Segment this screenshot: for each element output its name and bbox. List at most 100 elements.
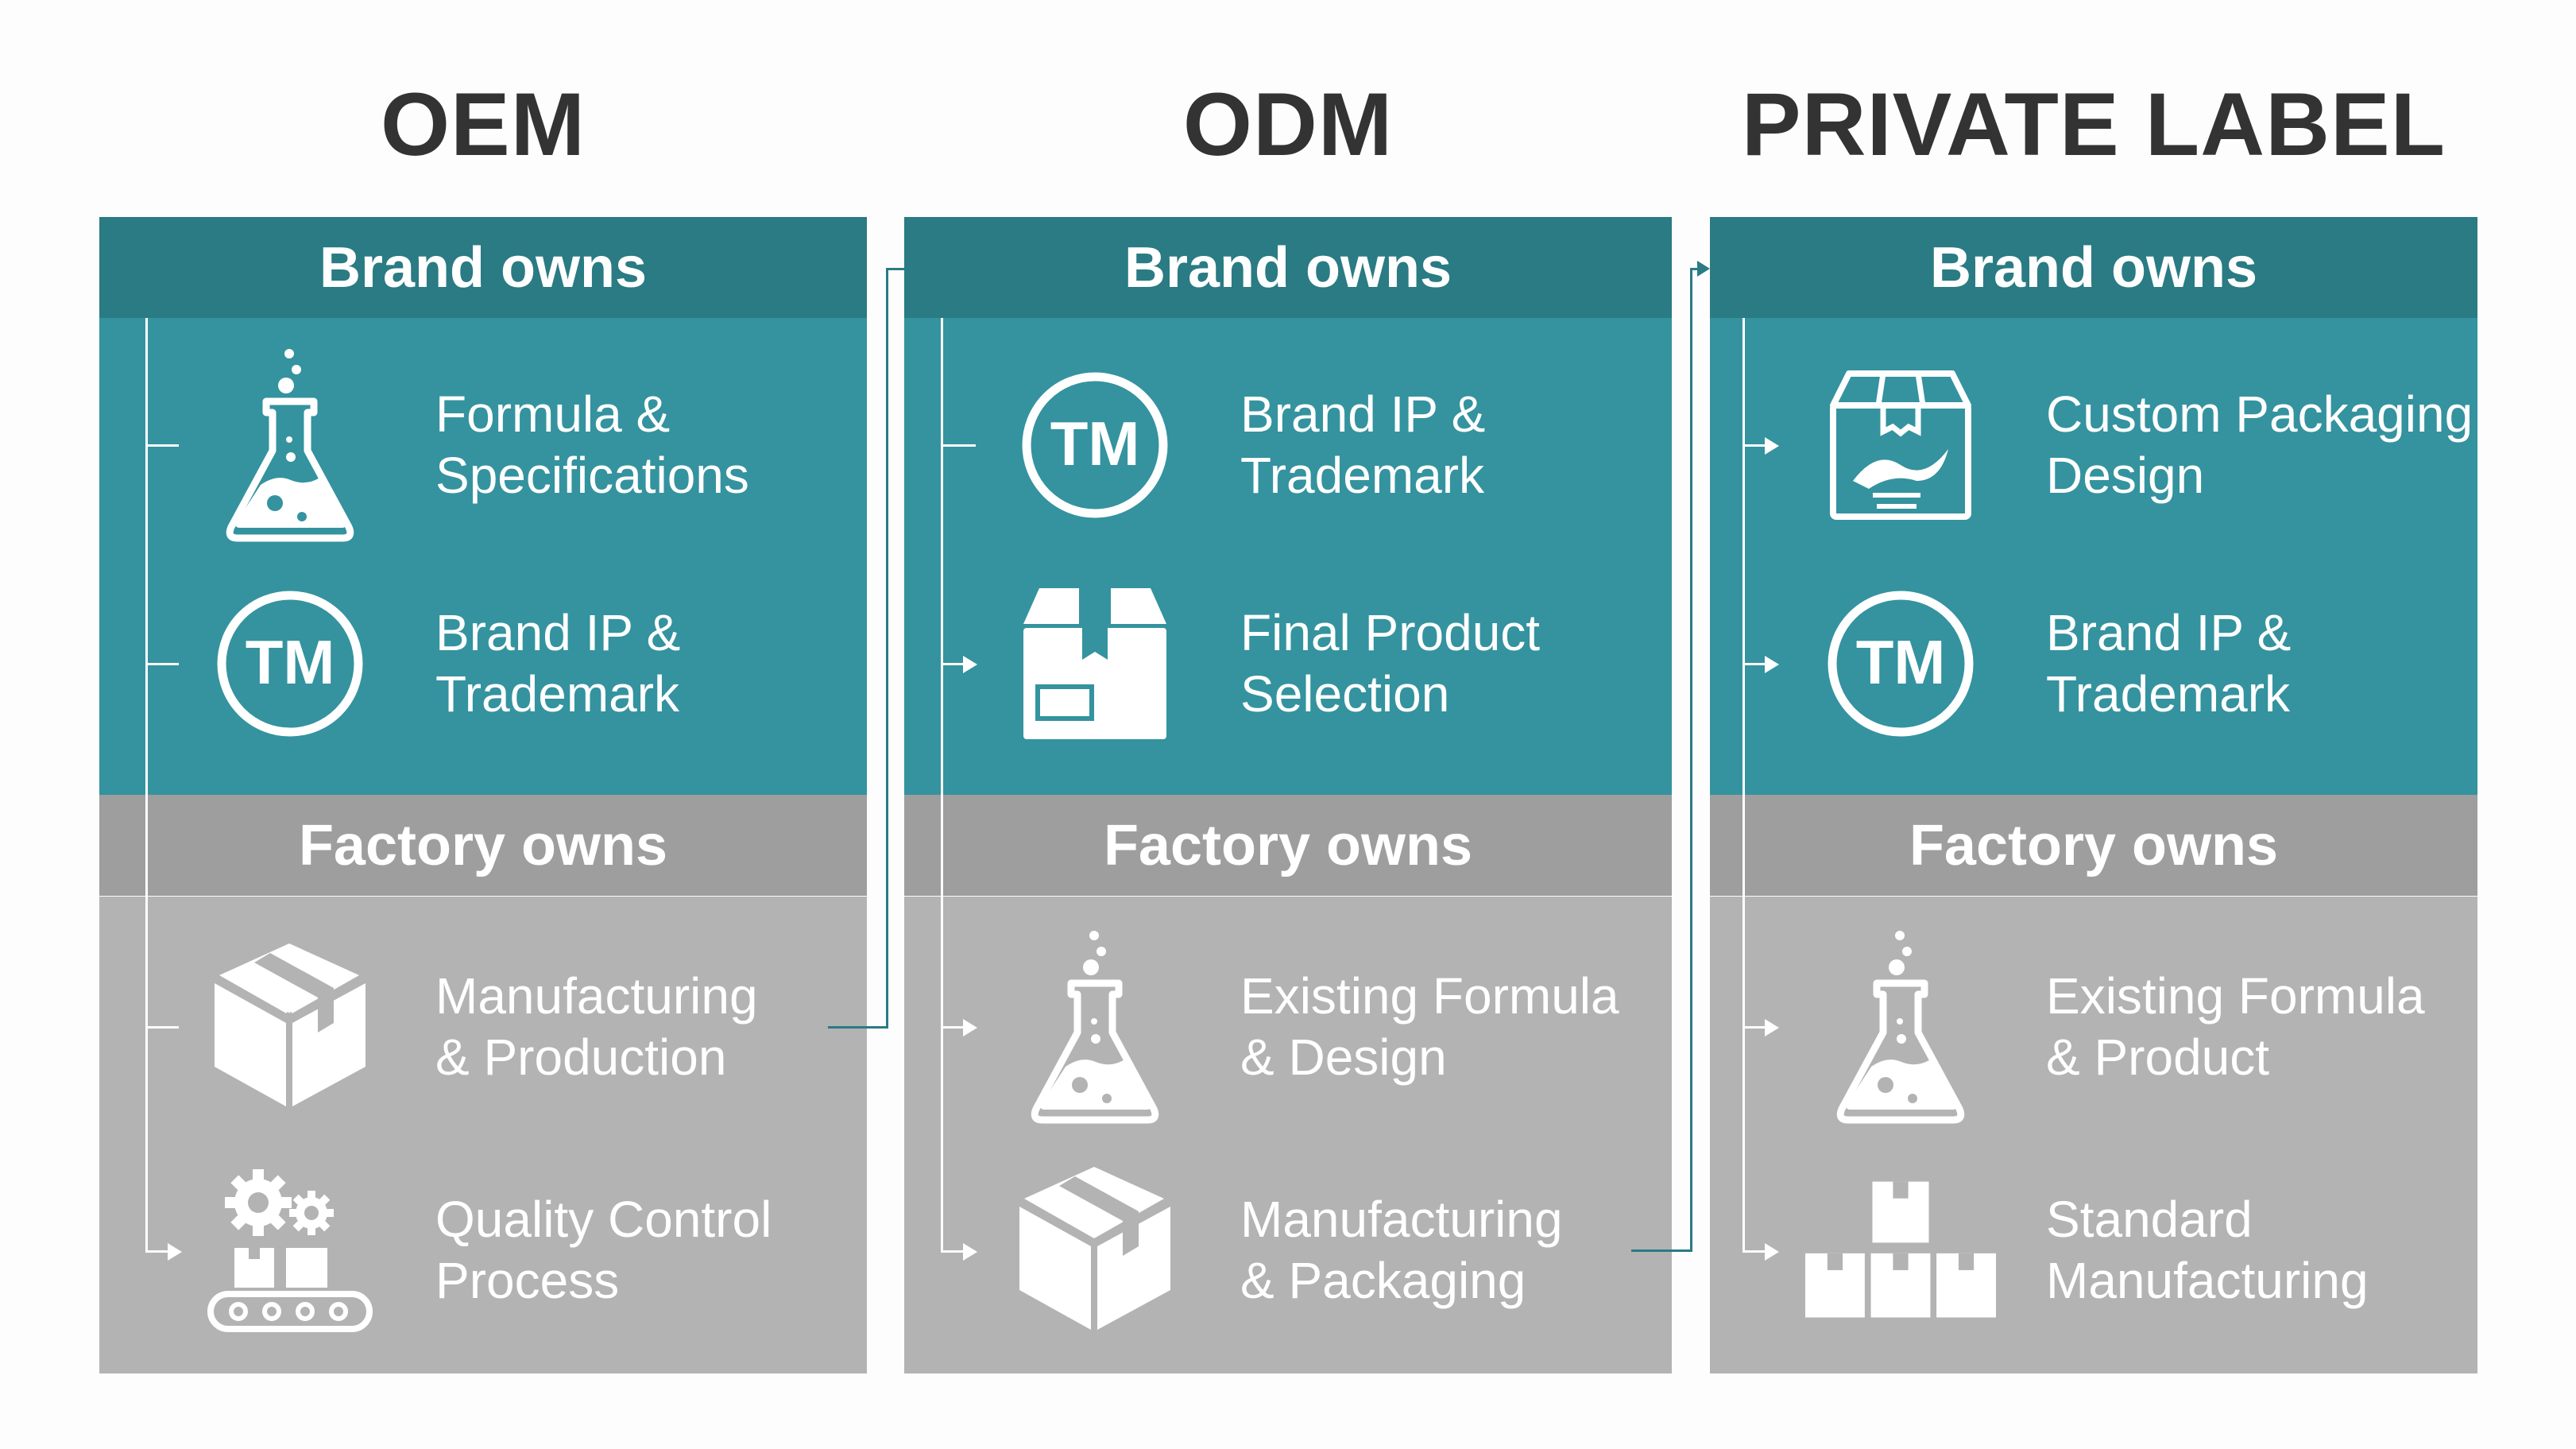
item-label-line: Manufacturing	[1240, 1191, 1563, 1248]
item-label-line: & Product	[2046, 1029, 2270, 1086]
arrow-icon	[168, 1243, 182, 1261]
item-label-line: Trademark	[435, 665, 680, 723]
list-item: Custom Packaging Design	[1710, 358, 2477, 533]
item-label-line: Existing Formula	[2046, 967, 2425, 1025]
arrow-icon	[963, 1019, 977, 1036]
item-label-line: Process	[435, 1252, 620, 1309]
box-icon	[195, 943, 385, 1106]
stacked-boxes-icon	[1805, 1171, 1996, 1330]
connector-odm-to-private-label	[1690, 268, 1692, 1252]
panel-oem: Brand owns Factory owns Formula & Specif…	[99, 217, 867, 1373]
item-label-line: Design	[2046, 447, 2205, 504]
column-title-private-label: PRIVATE LABEL	[1741, 75, 2446, 174]
gears-conveyor-icon	[195, 1169, 385, 1332]
column-title-oem: OEM	[380, 75, 586, 174]
svg-text:TM: TM	[246, 627, 335, 697]
arrow-icon	[1765, 656, 1779, 673]
flow-line	[145, 318, 148, 1252]
brand-owns-header: Brand owns	[904, 217, 1672, 318]
trademark-icon: TM	[1000, 366, 1190, 525]
item-label-line: Selection	[1240, 665, 1450, 723]
column-title-odm: ODM	[1182, 75, 1394, 174]
factory-owns-header: Factory owns	[904, 795, 1672, 896]
item-label: Custom Packaging Design	[2046, 358, 2473, 533]
svg-text:TM: TM	[1856, 627, 1946, 697]
flow-tick	[941, 663, 965, 665]
item-label: Manufacturing & Packaging	[1240, 1163, 1563, 1338]
flow-tick	[145, 444, 179, 447]
item-label-line: & Production	[435, 1029, 727, 1086]
list-item: Existing Formula & Design	[904, 931, 1672, 1124]
item-label-line: Standard	[2046, 1191, 2253, 1248]
brand-owns-header: Brand owns	[1710, 217, 2477, 318]
item-label-line: Brand IP &	[435, 604, 681, 661]
item-label-line: Brand IP &	[1240, 385, 1486, 443]
brand-owns-section	[99, 318, 867, 795]
item-label: Brand IP & Trademark	[1240, 358, 1485, 533]
item-label-line: Trademark	[1240, 447, 1485, 504]
flow-tick	[145, 1026, 179, 1029]
item-label-line: Manufacturing	[2046, 1252, 2369, 1309]
brand-owns-header: Brand owns	[99, 217, 867, 318]
connector-oem-to-odm	[828, 1026, 888, 1029]
item-label: Quality Control Process	[435, 1163, 772, 1338]
item-label: Existing Formula & Product	[2046, 940, 2425, 1114]
connector-oem-to-odm	[886, 268, 904, 270]
item-label-line: Formula &	[435, 385, 671, 443]
connector-odm-to-private-label	[1690, 268, 1700, 270]
connector-odm-to-private-label	[1631, 1249, 1692, 1252]
trademark-icon: TM	[1805, 584, 1996, 743]
factory-owns-header: Factory owns	[1710, 795, 2477, 896]
flow-tick	[1742, 663, 1766, 665]
product-box-icon	[1000, 584, 1190, 743]
flask-icon	[195, 349, 385, 542]
item-label-line: & Design	[1240, 1029, 1447, 1086]
item-label-line: Specifications	[435, 447, 749, 504]
flow-tick	[1742, 1250, 1766, 1253]
arrow-icon	[963, 1243, 977, 1261]
item-label-line: Custom Packaging	[2046, 385, 2474, 443]
list-item: Standard Manufacturing	[1710, 1163, 2477, 1338]
arrow-icon	[1697, 261, 1710, 277]
list-item: Manufacturing & Packaging	[904, 1163, 1672, 1338]
item-label: Existing Formula & Design	[1240, 940, 1619, 1114]
connector-oem-to-odm	[886, 268, 888, 1029]
item-label-line: Final Product	[1240, 604, 1541, 661]
item-label: Brand IP & Trademark	[2046, 576, 2291, 751]
arrow-icon	[1765, 1019, 1779, 1036]
flow-tick	[941, 1026, 965, 1029]
item-label: Final Product Selection	[1240, 576, 1540, 751]
flow-tick	[145, 1250, 169, 1253]
item-label-line: Brand IP &	[2046, 604, 2292, 661]
arrow-icon	[1765, 437, 1779, 455]
flow-tick	[145, 663, 179, 665]
list-item: Manufacturing & Production	[99, 940, 867, 1114]
flow-tick	[1742, 444, 1766, 447]
arrow-icon	[963, 656, 977, 673]
item-label: Standard Manufacturing	[2046, 1163, 2369, 1338]
list-item: Existing Formula & Product	[1710, 931, 2477, 1124]
flow-tick	[941, 1250, 965, 1253]
flow-tick	[1742, 1026, 1766, 1029]
flask-icon	[1000, 931, 1190, 1124]
flow-line	[941, 318, 943, 1252]
flow-line	[1742, 318, 1745, 1252]
panel-odm: Brand owns Factory owns TM Brand IP & Tr…	[904, 217, 1672, 1373]
item-label: Formula & Specifications	[435, 358, 749, 533]
factory-owns-header: Factory owns	[99, 795, 867, 896]
item-label-line: Trademark	[2046, 665, 2291, 723]
panel-private-label: Brand owns Factory owns Custom Packaging…	[1710, 217, 2477, 1373]
arrow-icon	[1765, 1243, 1779, 1261]
item-label-line: Manufacturing	[435, 967, 758, 1025]
item-label: Manufacturing & Production	[435, 940, 758, 1114]
item-label-line: Existing Formula	[1240, 967, 1619, 1025]
svg-text:TM: TM	[1050, 409, 1140, 478]
list-item: Quality Control Process	[99, 1163, 867, 1338]
custom-package-icon	[1805, 366, 1996, 525]
item-label-line: Quality Control	[435, 1191, 772, 1248]
list-item: Formula & Specifications	[99, 349, 867, 542]
box-icon	[1000, 1167, 1190, 1330]
list-item: TM Brand IP & Trademark	[904, 358, 1672, 533]
list-item: Final Product Selection	[904, 576, 1672, 751]
flask-icon	[1805, 931, 1996, 1124]
